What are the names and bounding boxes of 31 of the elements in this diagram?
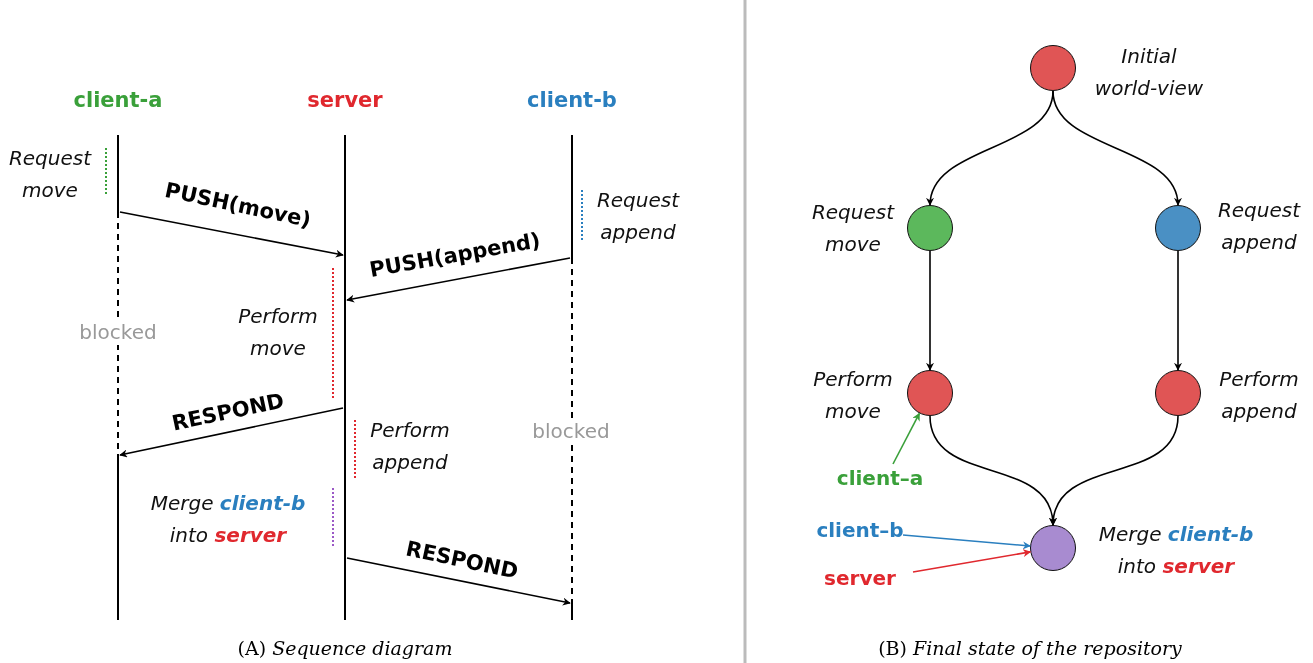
annotation: Perform append — [369, 417, 451, 476]
node-caption: Initial world-view — [1094, 43, 1204, 102]
arrow — [346, 257, 571, 303]
node-caption: Merge client-b into server — [1097, 521, 1255, 580]
pointer-label: client–b — [810, 517, 910, 543]
arrow — [119, 211, 344, 258]
pointer-label: client–a — [830, 465, 930, 491]
arrow — [1052, 90, 1181, 206]
lifeline-header: server — [306, 88, 384, 112]
pointer-label: server — [810, 565, 910, 591]
arrow — [346, 557, 571, 606]
arrow — [902, 534, 1031, 550]
annotation: Request append — [595, 187, 681, 246]
node-caption: Request move — [810, 199, 896, 258]
lifeline-header: client-b — [526, 88, 618, 112]
lifeline-header: client-a — [72, 88, 164, 112]
node-caption: Request append — [1216, 197, 1302, 256]
annotation: Perform move — [237, 303, 319, 362]
node-caption: Perform move — [812, 366, 894, 425]
caption: (A) Sequence diagram — [237, 637, 453, 659]
arrow — [119, 407, 344, 458]
arrow — [1174, 250, 1182, 371]
caption: (B) Final state of the repository — [878, 637, 1182, 659]
arrow — [1050, 415, 1179, 526]
status-label: blocked — [79, 319, 157, 345]
annotation: Request move — [7, 145, 93, 204]
arrow — [926, 250, 934, 371]
annotation: Merge client-b into server — [149, 490, 307, 549]
arrow — [912, 549, 1032, 573]
node-caption: Perform append — [1218, 366, 1300, 425]
arrow — [892, 412, 921, 465]
